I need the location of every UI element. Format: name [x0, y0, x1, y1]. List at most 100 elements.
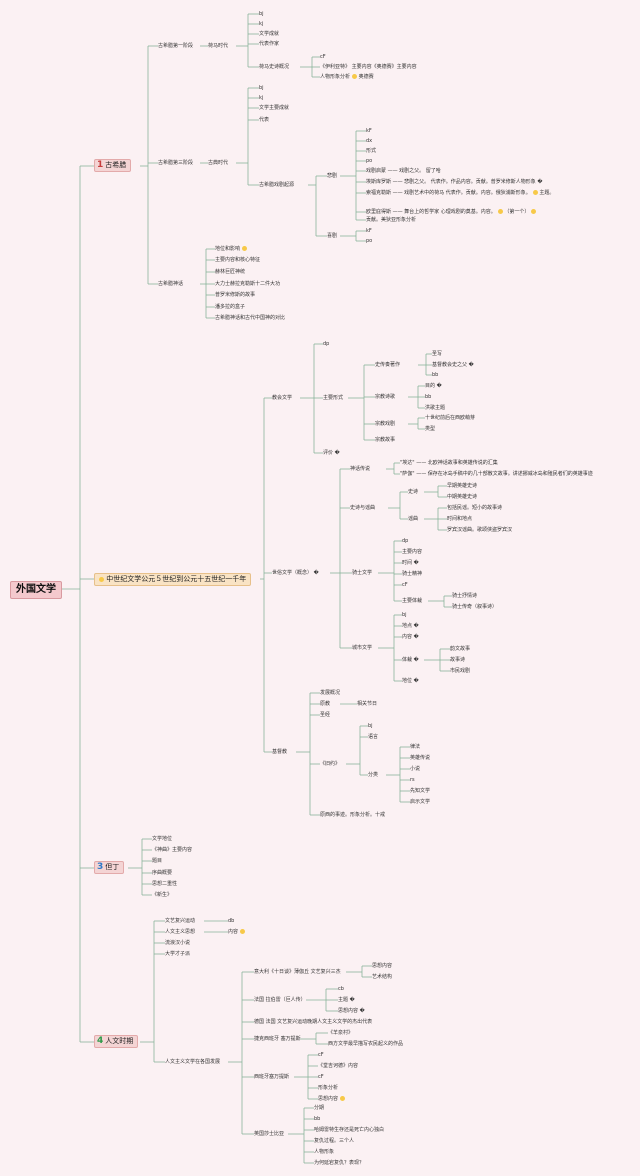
- node[interactable]: 内容 �: [402, 634, 419, 640]
- node[interactable]: 喜剧: [327, 233, 338, 239]
- node[interactable]: 主要内容: [402, 549, 423, 555]
- node[interactable]: 启示文学: [410, 799, 431, 805]
- node[interactable]: 《旧约》: [320, 761, 341, 767]
- node[interactable]: 文学主要成就: [259, 105, 290, 111]
- node[interactable]: dp: [402, 538, 409, 544]
- node[interactable]: 为何延宕复仇？表现？: [314, 1160, 365, 1166]
- node[interactable]: 哈姆雷特生存还是死亡内心独白: [314, 1127, 385, 1133]
- node[interactable]: 律法: [410, 744, 421, 750]
- node[interactable]: 史传奏著作: [375, 362, 401, 368]
- node[interactable]: 韵文故事: [450, 646, 471, 652]
- node[interactable]: 英国莎士比亚: [254, 1131, 285, 1137]
- node[interactable]: 主要形式: [323, 395, 344, 401]
- node[interactable]: 代表: [259, 117, 270, 123]
- node[interactable]: 早期英雄史诗: [447, 483, 478, 489]
- node[interactable]: po: [366, 158, 373, 164]
- node[interactable]: 英雄传说: [410, 755, 431, 761]
- node[interactable]: cF: [402, 582, 408, 588]
- node[interactable]: 荷马史诗概况: [259, 64, 290, 70]
- node[interactable]: 宗教诗歌: [375, 394, 396, 400]
- node[interactable]: 复仇过程。三个人: [314, 1138, 355, 1144]
- node[interactable]: 十世纪前后在西欧萌芽: [425, 415, 476, 421]
- node[interactable]: dx: [366, 138, 373, 144]
- node[interactable]: 地位和影响: [215, 246, 248, 253]
- node[interactable]: 普罗米修斯的故事: [215, 292, 256, 298]
- node[interactable]: 大力士赫拉克勒斯十二件大功: [215, 281, 281, 287]
- node[interactable]: 世俗文学（概念） �: [272, 570, 319, 576]
- node[interactable]: 悲剧: [327, 173, 338, 179]
- node[interactable]: 意大利《十日谈》薄伽丘 文艺复兴三杰: [254, 969, 341, 975]
- node[interactable]: cF: [318, 1052, 324, 1058]
- node[interactable]: 戏剧启蒙 —— 戏剧之父。 留了哈: [366, 168, 441, 174]
- node[interactable]: 主题 �: [338, 997, 355, 1003]
- node[interactable]: 文学成就: [259, 31, 280, 37]
- node[interactable]: 艺术结构: [372, 974, 393, 980]
- node[interactable]: 目的 �: [425, 383, 442, 389]
- node[interactable]: kF: [366, 128, 372, 134]
- node[interactable]: 圣写: [432, 351, 443, 357]
- node[interactable]: 题目: [152, 858, 163, 864]
- node[interactable]: 圣经: [320, 712, 331, 718]
- node[interactable]: 故事诗: [450, 657, 466, 663]
- node[interactable]: 相关节日: [357, 701, 378, 707]
- node[interactable]: cF: [318, 1074, 324, 1080]
- node[interactable]: 西班牙塞万提斯: [254, 1074, 290, 1080]
- node[interactable]: 贡献。美狄亚形象分析: [366, 217, 417, 223]
- node[interactable]: 《神曲》主要内容: [152, 847, 193, 853]
- node[interactable]: 古希腊神话和古代中国神的对比: [215, 315, 286, 321]
- node[interactable]: 形式: [366, 148, 377, 154]
- node[interactable]: 骑士文学: [352, 570, 373, 576]
- node[interactable]: 大学才子派: [165, 951, 191, 957]
- node[interactable]: cF: [320, 54, 326, 60]
- node[interactable]: bj: [259, 11, 264, 17]
- node[interactable]: 古希腊第三阶段: [158, 160, 194, 166]
- node[interactable]: 西方文学最早描写农民起义的作品: [328, 1041, 404, 1047]
- node[interactable]: dp: [323, 341, 330, 347]
- node[interactable]: 原教: [320, 701, 331, 707]
- node[interactable]: 序曲概要: [152, 870, 173, 876]
- node[interactable]: bj: [259, 85, 264, 91]
- node[interactable]: 基督教: [272, 749, 288, 755]
- node[interactable]: 罗宾汉谣曲。歌颂侠盗罗宾汉: [447, 527, 513, 533]
- node[interactable]: 《伊利亚特》 主要内容《奥德赛》主要内容: [320, 64, 417, 70]
- section-2-box[interactable]: 中世纪文学公元５世纪到公元十五世纪一千年: [94, 573, 252, 586]
- node[interactable]: 分类: [368, 772, 379, 778]
- node[interactable]: 捷克西班牙 塞万提斯: [254, 1036, 301, 1042]
- node[interactable]: 史诗与谣曲: [350, 505, 376, 511]
- node[interactable]: cb: [338, 986, 344, 992]
- node[interactable]: 评价 �: [323, 450, 340, 456]
- node[interactable]: 内容: [228, 929, 246, 936]
- node[interactable]: 原西的事迹。形象分析。十戒: [320, 812, 386, 818]
- node[interactable]: kj: [259, 21, 264, 27]
- node[interactable]: 骑士传奇（叙事诗）: [452, 604, 498, 610]
- node[interactable]: 小说: [410, 766, 421, 772]
- node[interactable]: kF: [366, 228, 372, 234]
- node[interactable]: 先知文学: [410, 788, 431, 794]
- node[interactable]: 包括民谣。短小的故事诗: [447, 505, 503, 511]
- node[interactable]: 思想内容: [372, 963, 393, 969]
- node[interactable]: bj: [368, 723, 373, 729]
- node[interactable]: bb: [425, 394, 432, 400]
- node[interactable]: bb: [432, 372, 439, 378]
- node[interactable]: 骑士抒情诗: [452, 593, 478, 599]
- node[interactable]: 索福克勒斯 —— 戏剧艺术中的荷马 代表作。贡献。内容。俄狄浦斯形象。 主题。: [366, 190, 555, 196]
- node[interactable]: 赫林巨匠神统: [215, 269, 246, 275]
- node[interactable]: 法国 拉伯雷（巨人传）: [254, 997, 306, 1003]
- node[interactable]: "萨伽" —— 保存在冰岛手稿中的几十部散文故事。讲述挪威冰岛和殖民者们的英雄事…: [400, 471, 593, 477]
- node[interactable]: po: [366, 238, 373, 244]
- node[interactable]: 人文主义思想: [165, 929, 196, 935]
- node[interactable]: rs: [410, 777, 415, 783]
- node[interactable]: 洪歌主题: [425, 405, 446, 411]
- node[interactable]: 古希腊戏剧起源: [259, 182, 295, 188]
- node[interactable]: 形象分析: [318, 1085, 339, 1091]
- node[interactable]: 语言: [368, 734, 379, 740]
- node[interactable]: 《新生》: [152, 892, 173, 898]
- node[interactable]: 欧里庇得斯 —— 舞台上的哲学家 心理戏剧的奠基。内容。 （第一个）: [366, 209, 537, 216]
- node[interactable]: 德国 法国 文艺复兴运动晚期人文主义文学的杰出代表: [254, 1019, 373, 1025]
- node[interactable]: 谣曲: [408, 516, 419, 522]
- node[interactable]: 地位 �: [402, 678, 419, 684]
- node[interactable]: 中期英雄史诗: [447, 494, 478, 500]
- node[interactable]: 人文主义文学在各国发展: [165, 1059, 221, 1065]
